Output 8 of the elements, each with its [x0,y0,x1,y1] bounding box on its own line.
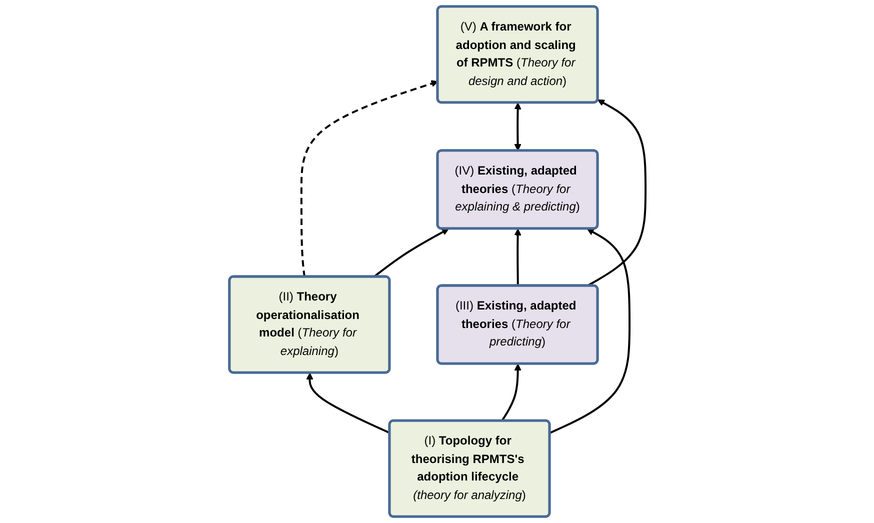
arrow [300,80,438,278]
arrow [586,99,646,287]
arrow [372,228,448,278]
arrow [306,372,390,434]
arrow [514,228,521,286]
arrow [500,364,521,422]
arrow [549,228,630,434]
arrow [514,102,521,151]
